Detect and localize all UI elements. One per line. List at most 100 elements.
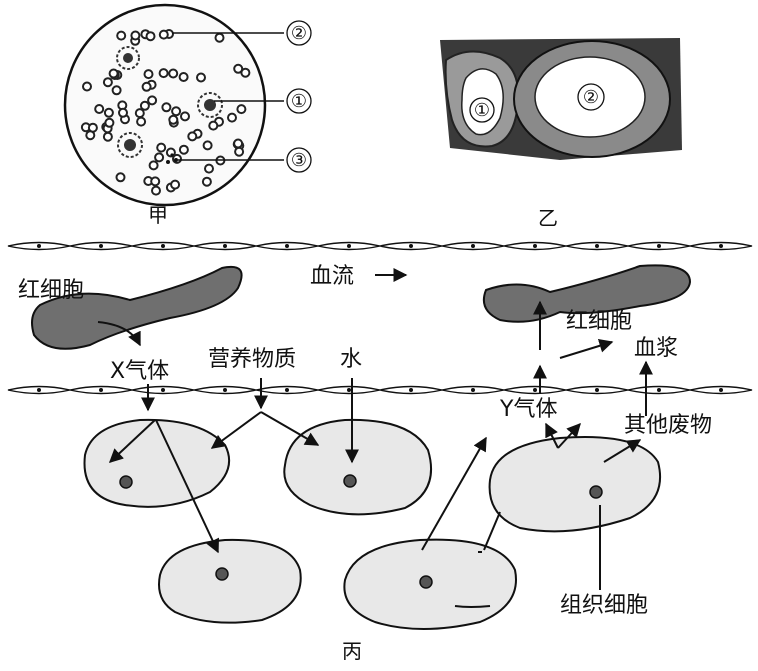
red-blood-cell-dot [136, 116, 147, 127]
white-blood-cells [116, 46, 223, 158]
mark-1: ① [291, 91, 307, 112]
red-blood-cell-dot [168, 114, 179, 125]
red-blood-cell-dot [116, 30, 127, 41]
mark-circle-3 [286, 147, 312, 173]
red-blood-cell-dot [170, 179, 181, 190]
red-blood-cell-dot [202, 140, 213, 151]
endothelial-nucleus [719, 244, 723, 248]
red-blood-cell-dot [150, 176, 161, 187]
endothelial-nucleus [347, 388, 351, 392]
tissue-cell-c [158, 538, 302, 624]
endothelial-nucleus [37, 244, 41, 248]
mark-circle-1 [286, 88, 312, 114]
red-blood-cell-dot [227, 112, 237, 123]
capillary-wall-bottom [7, 385, 753, 395]
endothelial-nucleus [347, 244, 351, 248]
label-tissue-cells: 组织细胞 [560, 593, 648, 618]
label-water: 水 [340, 347, 362, 372]
endothelial-nucleus [471, 388, 475, 392]
label-red-cell-left: 红细胞 [18, 278, 84, 303]
yi-mark-2: ② [583, 87, 599, 108]
red-blood-cell-dot [180, 111, 190, 122]
red-blood-cell-dot [148, 160, 159, 171]
red-blood-cell-dot [233, 138, 244, 149]
red-blood-cell-dot [168, 68, 179, 79]
red-blood-cell-dot [82, 81, 92, 92]
label-other-waste: 其他废物 [624, 413, 712, 438]
endothelial-nucleus [285, 388, 289, 392]
red-blood-cell-dot [196, 72, 206, 83]
red-blood-cell-dot [102, 77, 113, 88]
mark-3: ③ [291, 150, 307, 171]
endothelial-nucleus [223, 244, 227, 248]
panel-yi-vessel-section: ① ② 乙 [440, 38, 682, 230]
red-blood-cell-left [31, 266, 243, 350]
endothelial-nucleus [99, 388, 103, 392]
label-x-gas: X气体 [110, 359, 169, 384]
red-blood-cell-dot [102, 131, 113, 142]
red-blood-cell-dot [115, 172, 126, 183]
red-blood-cell-dot [158, 29, 169, 40]
y-gas-arrow-b [557, 422, 581, 449]
endothelial-nucleus [533, 388, 537, 392]
mark-2: ② [291, 23, 307, 44]
cell-d-up-arrow [421, 436, 487, 551]
flow-arrows [97, 268, 653, 608]
red-blood-cell-dot [201, 176, 212, 187]
yi-mark-1: ① [474, 100, 490, 121]
endothelial-nucleus [409, 388, 413, 392]
mark-circle-2 [286, 20, 312, 46]
red-blood-cell-dot [143, 69, 154, 80]
red-blood-cell-dot [108, 68, 119, 79]
endothelial-nucleus [161, 244, 165, 248]
red-blood-cell-dot [208, 120, 219, 131]
red-blood-cell-dot [87, 122, 98, 133]
red-blood-cell-dot [118, 107, 128, 118]
red-blood-cell-dot [134, 108, 145, 119]
label-nutrients: 营养物质 [208, 347, 296, 372]
red-blood-cell-dot [147, 95, 158, 106]
tissue-cell-e [488, 436, 662, 533]
endothelial-nucleus [533, 244, 537, 248]
red-blood-cell-dot [156, 142, 167, 153]
endothelial-nucleus [223, 388, 227, 392]
red-blood-cell-dot [111, 85, 122, 96]
red-blood-cell-dot [240, 67, 251, 78]
endothelial-nucleus [37, 388, 41, 392]
caption-bing: 丙 [342, 639, 362, 663]
panel-bing-capillary: 红细胞 血流 X气体 营养物质 水 红细胞 血浆 Y气体 其他废物 组织细胞 丙 [7, 241, 753, 663]
panel-jia-blood-smear: ② ① ③ 甲 [63, 3, 312, 227]
platelets [166, 153, 178, 164]
endothelial-nucleus [285, 244, 289, 248]
endothelial-nucleus [99, 244, 103, 248]
nutrients-to-cell-b-arrow [260, 411, 320, 446]
red-blood-cell-dot [145, 31, 156, 42]
red-blood-cell-dot [234, 146, 245, 157]
label-y-gas: Y气体 [499, 397, 557, 422]
y-gas-arrow-a [545, 422, 559, 449]
endothelial-nucleus [409, 244, 413, 248]
endothelial-nucleus [657, 244, 661, 248]
endothelial-nucleus [719, 388, 723, 392]
red-blood-cell-dot [158, 68, 169, 79]
cell-nuclei [119, 474, 603, 589]
red-blood-cell-dot [130, 30, 141, 41]
red-blood-cell-dot [233, 63, 244, 74]
rbc-to-plasma-arrow [559, 339, 614, 359]
red-blood-cell-dot [103, 107, 114, 118]
red-blood-cells [80, 29, 251, 196]
tissue-cell-leader-b [454, 605, 491, 608]
red-blood-cell-dot [178, 144, 189, 155]
endothelial-nucleus [595, 388, 599, 392]
label-blood-flow: 血流 [310, 264, 354, 289]
label-plasma: 血浆 [634, 336, 678, 361]
caption-yi: 乙 [538, 206, 558, 230]
nutrients-to-cell-a-arrow [210, 411, 262, 449]
endothelial-nucleus [595, 244, 599, 248]
mark-circle-yi-1 [469, 97, 495, 123]
red-blood-cell-dot [139, 100, 150, 111]
cell-e-waste-arrow [603, 439, 642, 463]
red-blood-cell-dot [204, 163, 214, 174]
mark-circle-yi-2 [577, 83, 605, 111]
